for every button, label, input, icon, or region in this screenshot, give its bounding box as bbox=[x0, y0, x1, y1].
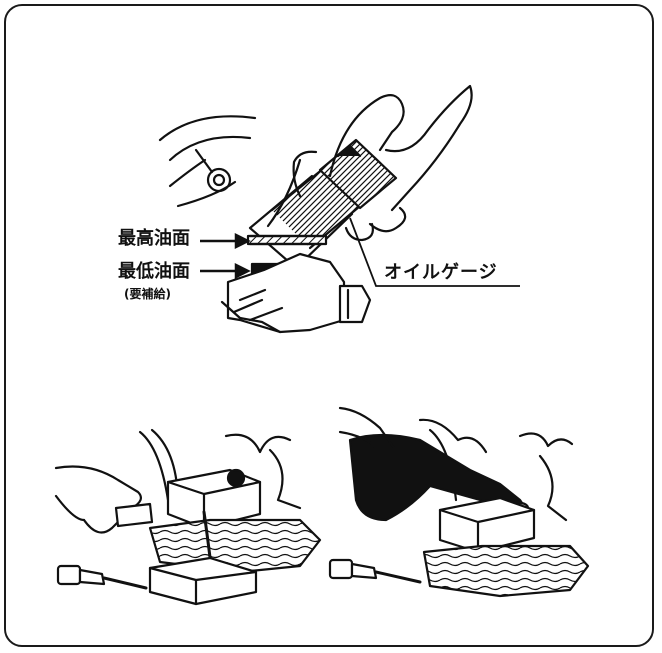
right-arrow-icon bbox=[200, 235, 248, 277]
bottom-left-illustration bbox=[56, 430, 320, 604]
refill-required-note: (要補給) bbox=[124, 288, 171, 300]
min-oil-level-label: 最低油面 bbox=[118, 263, 190, 281]
max-oil-level-label: 最高油面 bbox=[118, 230, 190, 248]
top-gauge-illustration bbox=[160, 86, 472, 332]
oil-gauge-label: オイルゲージ bbox=[384, 264, 498, 282]
bottom-right-illustration bbox=[330, 408, 588, 596]
